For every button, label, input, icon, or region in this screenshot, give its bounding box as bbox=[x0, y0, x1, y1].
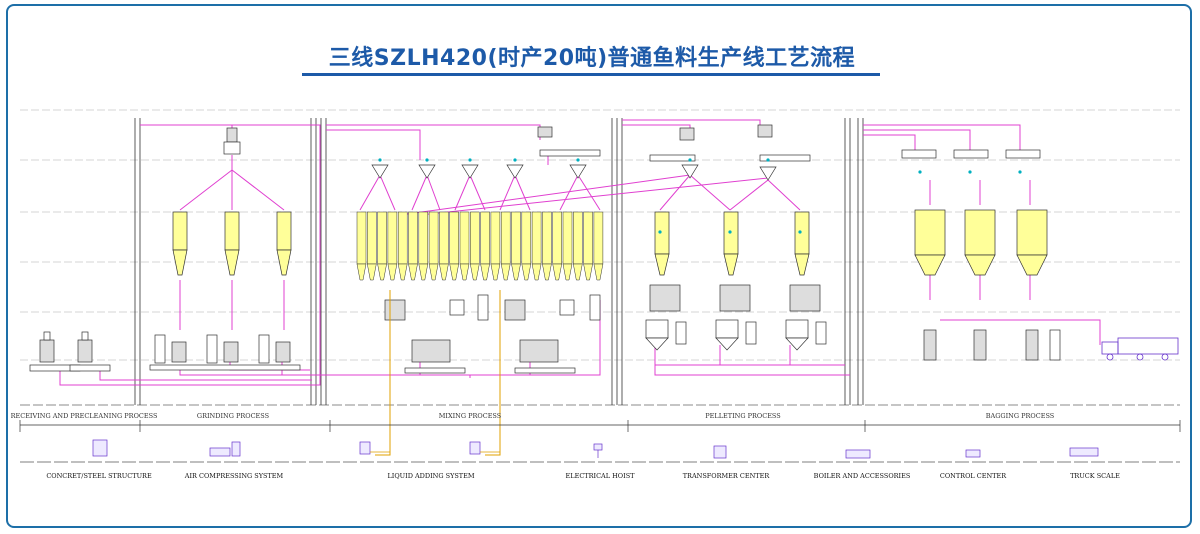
batching-bin-hopper bbox=[593, 263, 604, 281]
batching-bin bbox=[428, 211, 439, 265]
batching-bin bbox=[408, 211, 418, 265]
aux-label-transformer: TRANSFORMER CENTER bbox=[682, 472, 770, 480]
batching-bin-hopper bbox=[428, 263, 439, 281]
batching-bin bbox=[562, 211, 573, 265]
batching-bin-hopper bbox=[459, 263, 470, 281]
batching-bin-hopper bbox=[531, 263, 542, 281]
aux-label-control-center: CONTROL CENTER bbox=[939, 472, 1007, 480]
receiving-equipment bbox=[29, 331, 111, 372]
batching-bin bbox=[552, 211, 562, 265]
batching-bin-hopper bbox=[511, 263, 521, 281]
batching-bin-hopper bbox=[500, 263, 511, 281]
mixing-equipment bbox=[371, 126, 601, 374]
aux-label-air-compressing: AIR COMPRESSING SYSTEM bbox=[184, 472, 284, 480]
batching-bin-hopper bbox=[490, 263, 501, 281]
batching-bin bbox=[387, 211, 398, 265]
aux-label-steel-structure: CONCRET/STEEL STRUCTURE bbox=[46, 472, 152, 480]
aux-label-truck-scale: TRUCK SCALE bbox=[1070, 472, 1120, 480]
batching-bin bbox=[439, 211, 449, 265]
batching-bin-hopper bbox=[542, 263, 552, 281]
bagging-equipment bbox=[901, 149, 1061, 361]
batching-bin bbox=[573, 211, 583, 265]
batching-bin bbox=[583, 211, 593, 265]
sensor-dots bbox=[378, 158, 1022, 234]
batching-bin bbox=[521, 211, 532, 265]
aux-icons bbox=[92, 439, 1099, 459]
batching-bin-hopper bbox=[356, 263, 367, 281]
batching-bin bbox=[480, 211, 490, 265]
batching-bin-hopper bbox=[583, 263, 593, 281]
process-baseline bbox=[19, 420, 1181, 463]
batching-bin-hopper bbox=[562, 263, 573, 281]
batching-bin-hopper bbox=[387, 263, 398, 281]
truck-icon bbox=[1101, 337, 1179, 361]
aux-label-boiler: BOILER AND ACCESSORIES bbox=[813, 472, 911, 480]
title-underline bbox=[302, 73, 880, 76]
batching-bin bbox=[356, 211, 367, 265]
batching-bin-hopper bbox=[449, 263, 460, 281]
process-label-mixing: MIXING PROCESS bbox=[438, 412, 502, 420]
aux-label-liquid-adding: LIQUID ADDING SYSTEM bbox=[387, 472, 475, 480]
batching-bin bbox=[511, 211, 521, 265]
batching-bin-hopper bbox=[418, 263, 429, 281]
batching-bin bbox=[459, 211, 470, 265]
process-label-receiving: RECEIVING AND PRECLEANING PROCESS bbox=[10, 412, 158, 420]
batching-bin-hopper bbox=[397, 263, 408, 281]
process-label-grinding: GRINDING PROCESS bbox=[196, 412, 270, 420]
batching-bin bbox=[449, 211, 459, 265]
pelleting-equipment bbox=[645, 124, 827, 351]
batching-bin bbox=[500, 211, 511, 265]
process-label-pelleting: PELLETING PROCESS bbox=[705, 412, 781, 420]
liquid-lines bbox=[375, 290, 501, 456]
batching-bin bbox=[377, 211, 387, 265]
aux-label-electrical-hoist: ELECTRICAL HOIST bbox=[565, 472, 635, 480]
batching-bin-hopper bbox=[552, 263, 563, 281]
batching-bin-hopper bbox=[469, 263, 480, 281]
batching-bins bbox=[356, 211, 604, 281]
batching-bin bbox=[542, 211, 552, 265]
batching-bin bbox=[593, 211, 604, 265]
batching-bin bbox=[367, 211, 377, 265]
batching-bin bbox=[397, 211, 408, 265]
batching-bin-hopper bbox=[480, 263, 490, 281]
batching-bin bbox=[490, 211, 501, 265]
diagram-title: 三线SZLH420(时产20吨)普通鱼料生产线工艺流程 bbox=[328, 46, 856, 71]
batching-bin-hopper bbox=[572, 263, 583, 281]
building-columns bbox=[134, 118, 864, 405]
batching-bin bbox=[418, 211, 429, 265]
batching-bin-hopper bbox=[377, 263, 387, 281]
conveyor-pipes bbox=[59, 119, 1101, 386]
batching-bin-hopper bbox=[439, 263, 449, 281]
grinding-equipment bbox=[149, 127, 301, 371]
batching-bin-hopper bbox=[366, 263, 377, 281]
batching-bin-hopper bbox=[408, 263, 418, 281]
batching-bin bbox=[470, 211, 480, 265]
process-label-bagging: BAGGING PROCESS bbox=[985, 412, 1055, 420]
batching-bin bbox=[531, 211, 542, 265]
batching-bin-hopper bbox=[521, 263, 532, 281]
